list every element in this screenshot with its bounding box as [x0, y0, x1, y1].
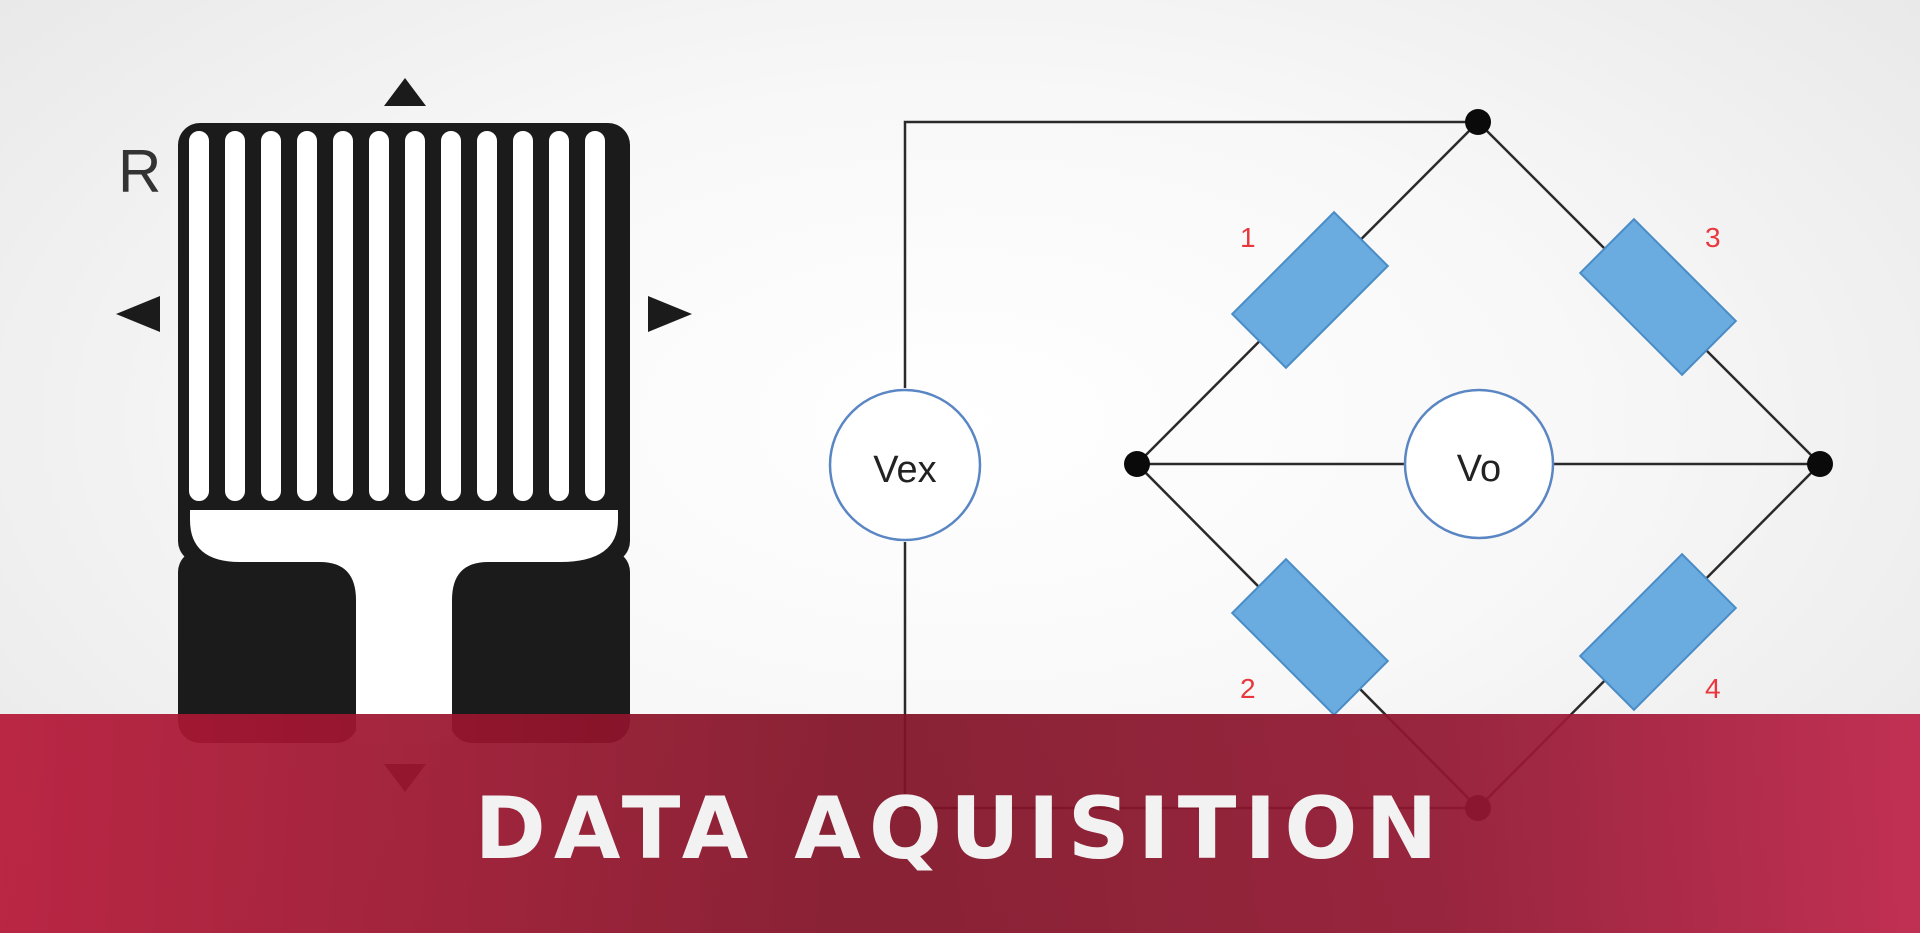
output-label: Vo — [1457, 448, 1501, 490]
arrow-right-icon — [648, 296, 692, 332]
node-top — [1465, 109, 1491, 135]
strain-gauge-slots — [189, 131, 605, 501]
node-left — [1124, 451, 1150, 477]
resistor-2 — [1230, 557, 1390, 717]
excitation-source: Vex — [828, 388, 982, 542]
resistor-1 — [1230, 210, 1390, 370]
bridge-wiring — [903, 120, 1821, 810]
title-banner: DATA AQUISITION — [0, 714, 1920, 933]
output-meter: Vo — [1403, 388, 1555, 540]
resistor-label-4: 4 — [1705, 673, 1721, 704]
strain-gauge-right-tab — [450, 550, 630, 743]
banner-title: DATA AQUISITION — [474, 778, 1446, 879]
resistance-label: R — [118, 138, 161, 205]
bridge-resistors — [1230, 210, 1738, 717]
strain-gauge-left-tab — [178, 550, 358, 743]
resistor-labels: 1 3 2 4 — [1240, 222, 1721, 704]
arrow-left-icon — [116, 296, 160, 332]
arrow-up-icon — [384, 78, 426, 106]
strain-gauge-cutout — [190, 510, 618, 743]
resistor-label-2: 2 — [1240, 673, 1256, 704]
excitation-label: Vex — [873, 449, 936, 491]
resistor-label-3: 3 — [1705, 222, 1721, 253]
resistor-label-1: 1 — [1240, 222, 1256, 253]
strain-gauge: R — [116, 78, 692, 792]
resistor-4 — [1578, 552, 1738, 712]
resistor-3 — [1578, 217, 1738, 377]
node-right — [1807, 451, 1833, 477]
